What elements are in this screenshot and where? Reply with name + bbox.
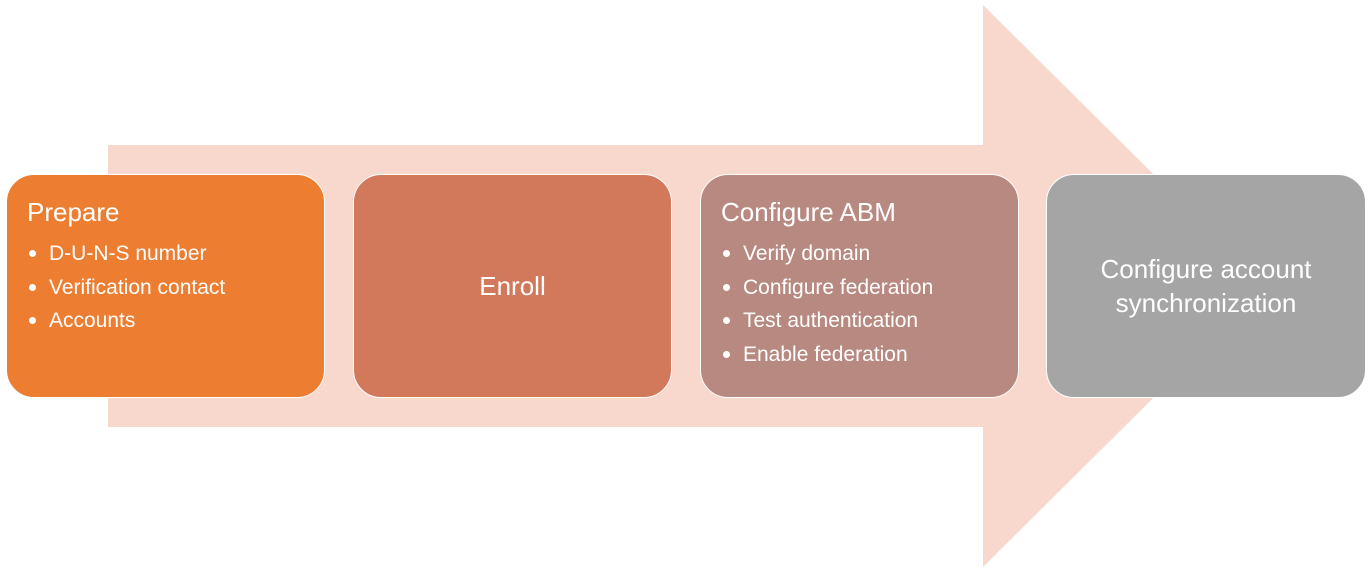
- bullet-text: Configure federation: [743, 275, 934, 299]
- bullet-icon: [723, 317, 730, 325]
- step-title: Enroll: [479, 271, 546, 301]
- step-title: Configure ABM: [721, 197, 896, 227]
- step-bullet-list: D-U-N-S number Verification contact Acco…: [27, 237, 304, 338]
- bullet-icon: [29, 317, 36, 325]
- step-title: Configure account synchronization: [1100, 254, 1312, 318]
- bullet-item: Configure federation: [723, 271, 998, 305]
- bullet-icon: [723, 350, 730, 358]
- bullet-text: Verification contact: [49, 275, 226, 299]
- step-enroll: Enroll: [353, 174, 672, 398]
- step-configure-abm: Configure ABM Verify domain Configure fe…: [700, 174, 1019, 398]
- bullet-text: Accounts: [49, 309, 136, 332]
- bullet-item: Verify domain: [723, 237, 998, 271]
- bullet-icon: [29, 283, 36, 291]
- step-bullet-list: Verify domain Configure federation Test …: [721, 237, 998, 371]
- bullet-text: Verify domain: [743, 242, 871, 265]
- step-prepare: Prepare D-U-N-S number Verification cont…: [6, 174, 325, 398]
- bullet-icon: [723, 283, 730, 291]
- bullet-item: Test authentication: [723, 304, 998, 338]
- bullet-item: D-U-N-S number: [29, 237, 304, 271]
- bullet-item: Enable federation: [723, 338, 998, 372]
- bullet-text: Test authentication: [743, 309, 919, 332]
- bullet-text: Enable federation: [743, 342, 908, 366]
- step-title: Prepare: [27, 197, 120, 227]
- bullet-text: D-U-N-S number: [49, 242, 207, 265]
- process-arrow-shape: [108, 5, 1266, 567]
- step-configure-account-sync: Configure account synchronization: [1046, 174, 1366, 398]
- bullet-icon: [29, 250, 36, 258]
- bullet-item: Verification contact: [29, 271, 304, 305]
- bullet-item: Accounts: [29, 304, 304, 338]
- bullet-icon: [723, 250, 730, 258]
